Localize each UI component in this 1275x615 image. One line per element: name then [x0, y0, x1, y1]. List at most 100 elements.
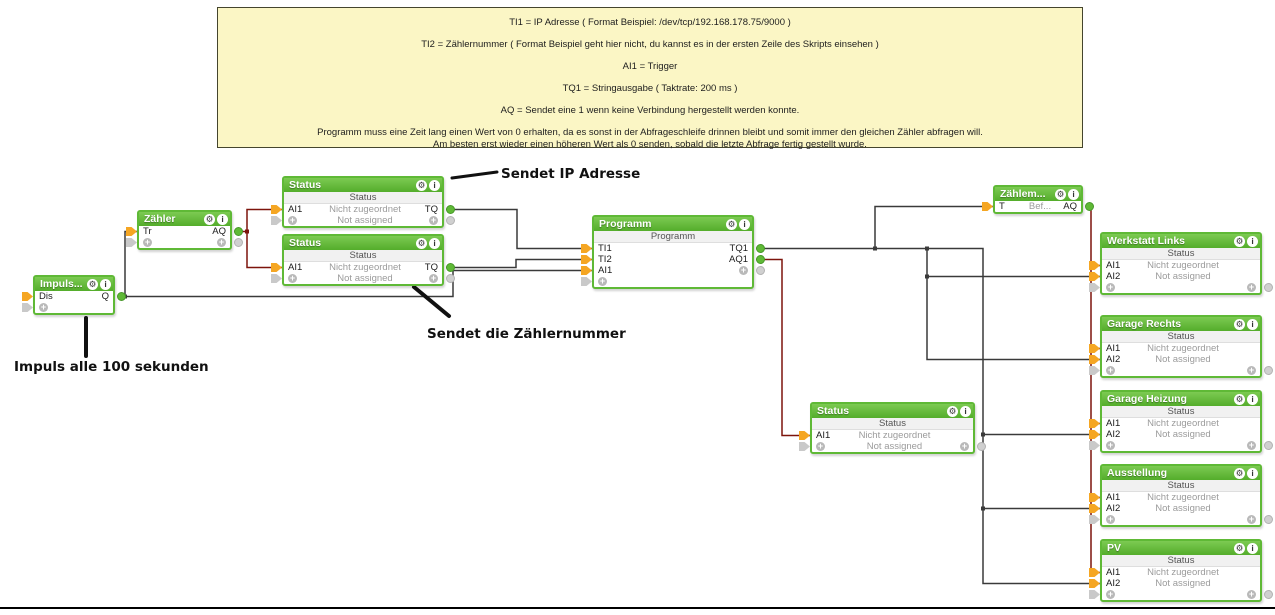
add-input-button[interactable]: +: [39, 302, 48, 312]
input-connector[interactable]: [1089, 568, 1100, 577]
info-icon[interactable]: i: [100, 278, 111, 290]
output-connector[interactable]: [1085, 202, 1094, 211]
gear-icon[interactable]: ⚙: [947, 405, 958, 417]
annotation-sendet-ip-adresse[interactable]: Sendet IP Adresse: [501, 166, 641, 182]
gear-icon[interactable]: ⚙: [726, 218, 737, 230]
info-icon[interactable]: i: [960, 405, 971, 417]
input-connector[interactable]: [271, 205, 282, 214]
output-connector[interactable]: [1264, 366, 1273, 375]
gear-icon[interactable]: ⚙: [416, 179, 427, 191]
gear-icon[interactable]: ⚙: [1234, 393, 1245, 405]
add-output-button[interactable]: +: [1247, 365, 1256, 375]
input-connector[interactable]: [1089, 515, 1100, 524]
input-connector[interactable]: [1089, 283, 1100, 292]
add-output-button[interactable]: +: [1247, 282, 1256, 292]
add-output-button[interactable]: +: [217, 237, 226, 247]
add-output-button[interactable]: +: [739, 265, 748, 275]
info-icon[interactable]: i: [1247, 542, 1258, 554]
gear-icon[interactable]: ⚙: [1234, 542, 1245, 554]
input-connector[interactable]: [799, 431, 810, 440]
output-connector[interactable]: [1264, 441, 1273, 450]
info-icon[interactable]: i: [429, 237, 440, 249]
info-icon[interactable]: i: [1247, 235, 1258, 247]
input-connector[interactable]: [1089, 355, 1100, 364]
gear-icon[interactable]: ⚙: [1234, 235, 1245, 247]
output-connector[interactable]: [756, 244, 765, 253]
output-connector[interactable]: [446, 216, 455, 225]
output-connector[interactable]: [446, 205, 455, 214]
wire[interactable]: [926, 248, 1100, 278]
wire[interactable]: [926, 276, 1100, 361]
output-connector[interactable]: [1264, 283, 1273, 292]
add-output-button[interactable]: +: [1247, 440, 1256, 450]
output-connector[interactable]: [1264, 590, 1273, 599]
note-box[interactable]: TI1 = IP Adresse ( Format Beispiel: /dev…: [217, 7, 1083, 150]
input-connector[interactable]: [1089, 272, 1100, 281]
output-connector[interactable]: [756, 266, 765, 275]
input-connector[interactable]: [581, 277, 592, 286]
gear-icon[interactable]: ⚙: [1234, 318, 1245, 330]
add-input-button[interactable]: +: [1106, 589, 1115, 599]
input-connector[interactable]: [126, 227, 137, 236]
add-input-button[interactable]: +: [598, 276, 607, 286]
input-connector[interactable]: [271, 274, 282, 283]
add-input-button[interactable]: +: [143, 237, 152, 247]
input-connector[interactable]: [271, 263, 282, 272]
add-input-button[interactable]: +: [288, 273, 297, 283]
info-icon[interactable]: i: [739, 218, 750, 230]
gear-icon[interactable]: ⚙: [204, 213, 215, 225]
info-icon[interactable]: i: [429, 179, 440, 191]
output-connector[interactable]: [977, 442, 986, 451]
add-output-button[interactable]: +: [960, 441, 969, 451]
wire[interactable]: [119, 269, 592, 298]
input-connector[interactable]: [1089, 366, 1100, 375]
input-connector[interactable]: [1089, 344, 1100, 353]
add-output-button[interactable]: +: [1247, 514, 1256, 524]
output-connector[interactable]: [446, 263, 455, 272]
input-connector[interactable]: [799, 442, 810, 451]
gear-icon[interactable]: ⚙: [87, 278, 98, 290]
wire[interactable]: [446, 258, 592, 269]
output-connector[interactable]: [234, 227, 243, 236]
add-input-button[interactable]: +: [816, 441, 825, 451]
info-icon[interactable]: i: [1247, 318, 1258, 330]
input-connector[interactable]: [581, 266, 592, 275]
wire[interactable]: [756, 247, 1100, 585]
input-connector[interactable]: [1089, 261, 1100, 270]
add-output-button[interactable]: +: [1247, 589, 1256, 599]
input-connector[interactable]: [1089, 579, 1100, 588]
add-input-button[interactable]: +: [1106, 514, 1115, 524]
input-connector[interactable]: [22, 292, 33, 301]
add-output-button[interactable]: +: [429, 273, 438, 283]
input-connector[interactable]: [1089, 590, 1100, 599]
add-input-button[interactable]: +: [288, 215, 297, 225]
info-icon[interactable]: i: [1068, 188, 1079, 200]
input-connector[interactable]: [1089, 493, 1100, 502]
input-connector[interactable]: [126, 238, 137, 247]
input-connector[interactable]: [982, 202, 993, 211]
input-connector[interactable]: [1089, 430, 1100, 439]
wire[interactable]: [756, 258, 810, 437]
input-connector[interactable]: [1089, 419, 1100, 428]
input-connector[interactable]: [1089, 504, 1100, 513]
wire[interactable]: [246, 231, 282, 269]
output-connector[interactable]: [756, 255, 765, 264]
gear-icon[interactable]: ⚙: [1234, 467, 1245, 479]
input-connector[interactable]: [581, 244, 592, 253]
output-connector[interactable]: [117, 292, 126, 301]
add-input-button[interactable]: +: [1106, 440, 1115, 450]
add-input-button[interactable]: +: [1106, 282, 1115, 292]
